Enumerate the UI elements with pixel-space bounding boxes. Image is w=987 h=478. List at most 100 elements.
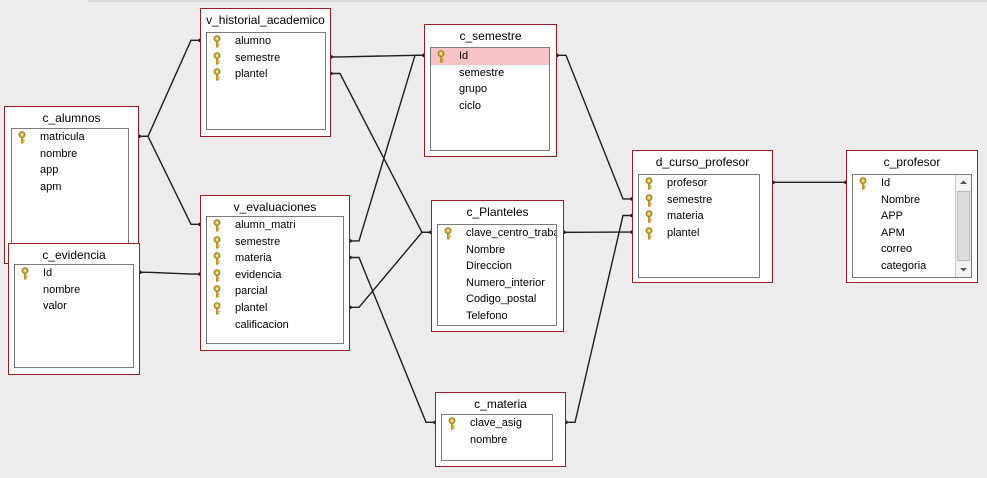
key-icon (212, 285, 222, 298)
field-row[interactable]: APM (853, 225, 956, 242)
key-icon (436, 50, 446, 63)
field-row[interactable]: materia (639, 208, 759, 225)
field-row[interactable]: profesor (639, 175, 759, 192)
key-icon (17, 131, 27, 144)
field-row[interactable]: Direccion (438, 258, 556, 275)
field-row[interactable]: Nombre (853, 192, 956, 209)
field-row[interactable]: correo (853, 241, 956, 258)
canvas-top-edge (88, 0, 987, 2)
field-name: materia (667, 210, 704, 223)
field-row[interactable]: parcial (207, 283, 343, 300)
field-list[interactable]: profesor semestre materia plantel (638, 174, 760, 278)
scroll-down-arrow-icon[interactable] (956, 262, 971, 277)
field-row[interactable]: semestre (207, 50, 325, 67)
field-row[interactable]: nombre (12, 146, 128, 163)
table-title[interactable]: v_historial_academico (206, 13, 325, 27)
key-icon (212, 219, 222, 232)
relationship-line[interactable] (331, 54, 424, 58)
field-row[interactable]: Codigo_postal (438, 291, 556, 308)
field-row[interactable]: APP (853, 208, 956, 225)
table-title[interactable]: c_profesor (883, 155, 941, 169)
table-title[interactable]: d_curso_profesor (655, 155, 750, 169)
scroll-thumb[interactable] (957, 191, 970, 261)
field-row[interactable]: ciclo (431, 98, 549, 115)
relationship-line[interactable] (350, 54, 424, 242)
field-row[interactable]: nombre (15, 282, 133, 299)
relationship-line[interactable] (139, 39, 200, 137)
table-title[interactable]: c_semestre (459, 29, 522, 43)
field-row[interactable]: plantel (207, 66, 325, 83)
field-name: evidencia (235, 268, 282, 281)
field-row[interactable]: Id (853, 175, 956, 192)
field-row[interactable]: plantel (207, 300, 343, 317)
field-name: semestre (667, 193, 713, 206)
field-row[interactable]: Numero_interior (438, 275, 556, 292)
field-name: valor (43, 300, 67, 313)
key-icon (644, 177, 654, 190)
field-row[interactable]: valor (15, 298, 133, 315)
table-title[interactable]: c_materia (474, 397, 527, 411)
field-row[interactable]: alumn_matri (207, 217, 343, 234)
field-row[interactable]: materia (207, 250, 343, 267)
relationship-line[interactable] (350, 231, 431, 308)
field-name: matricula (40, 131, 85, 143)
field-name: Nombre (466, 243, 506, 256)
key-icon (212, 35, 222, 48)
field-row[interactable]: alumno (207, 33, 325, 50)
table-title[interactable]: v_evaluaciones (233, 200, 317, 214)
relationship-line[interactable] (350, 256, 435, 423)
field-name: nombre (470, 433, 508, 446)
scroll-up-arrow-icon[interactable] (956, 175, 971, 190)
field-row[interactable]: matricula (12, 129, 128, 146)
table-title[interactable]: c_evidencia (42, 248, 106, 262)
table-title[interactable]: c_alumnos (42, 111, 101, 125)
field-row[interactable]: Telefono (438, 308, 556, 325)
field-row[interactable]: plantel (639, 225, 759, 242)
field-row[interactable]: apm (12, 179, 128, 196)
field-name: plantel (235, 68, 268, 81)
field-row[interactable]: clave_asig (442, 415, 552, 432)
relationship-line[interactable] (557, 54, 632, 200)
field-name: Direccion (466, 260, 512, 273)
field-row[interactable]: grupo (431, 81, 549, 98)
field-row[interactable]: semestre (207, 234, 343, 251)
field-row[interactable]: semestre (431, 65, 549, 82)
field-row[interactable]: semestre (639, 192, 759, 209)
field-row[interactable]: app (12, 162, 128, 179)
field-name: profesor (667, 177, 708, 189)
relationship-line[interactable] (140, 271, 200, 275)
table-title[interactable]: c_Planteles (466, 205, 529, 219)
field-row[interactable]: evidencia (207, 267, 343, 284)
field-row[interactable]: Nombre (438, 242, 556, 259)
key-icon (212, 51, 222, 65)
field-name: correo (881, 243, 913, 256)
relationship-line[interactable] (566, 214, 632, 423)
field-row[interactable]: Id (431, 48, 549, 65)
field-row[interactable]: nombre (442, 432, 552, 449)
key-icon (644, 210, 654, 223)
relationship-line[interactable] (139, 135, 200, 225)
field-name: parcial (235, 285, 268, 298)
field-row[interactable]: Id (15, 265, 133, 282)
field-row[interactable]: calificacion (207, 317, 343, 334)
field-row[interactable]: clave_centro_traba (438, 225, 556, 242)
field-row[interactable]: categoria (853, 258, 956, 275)
vertical-scrollbar[interactable] (955, 175, 971, 277)
